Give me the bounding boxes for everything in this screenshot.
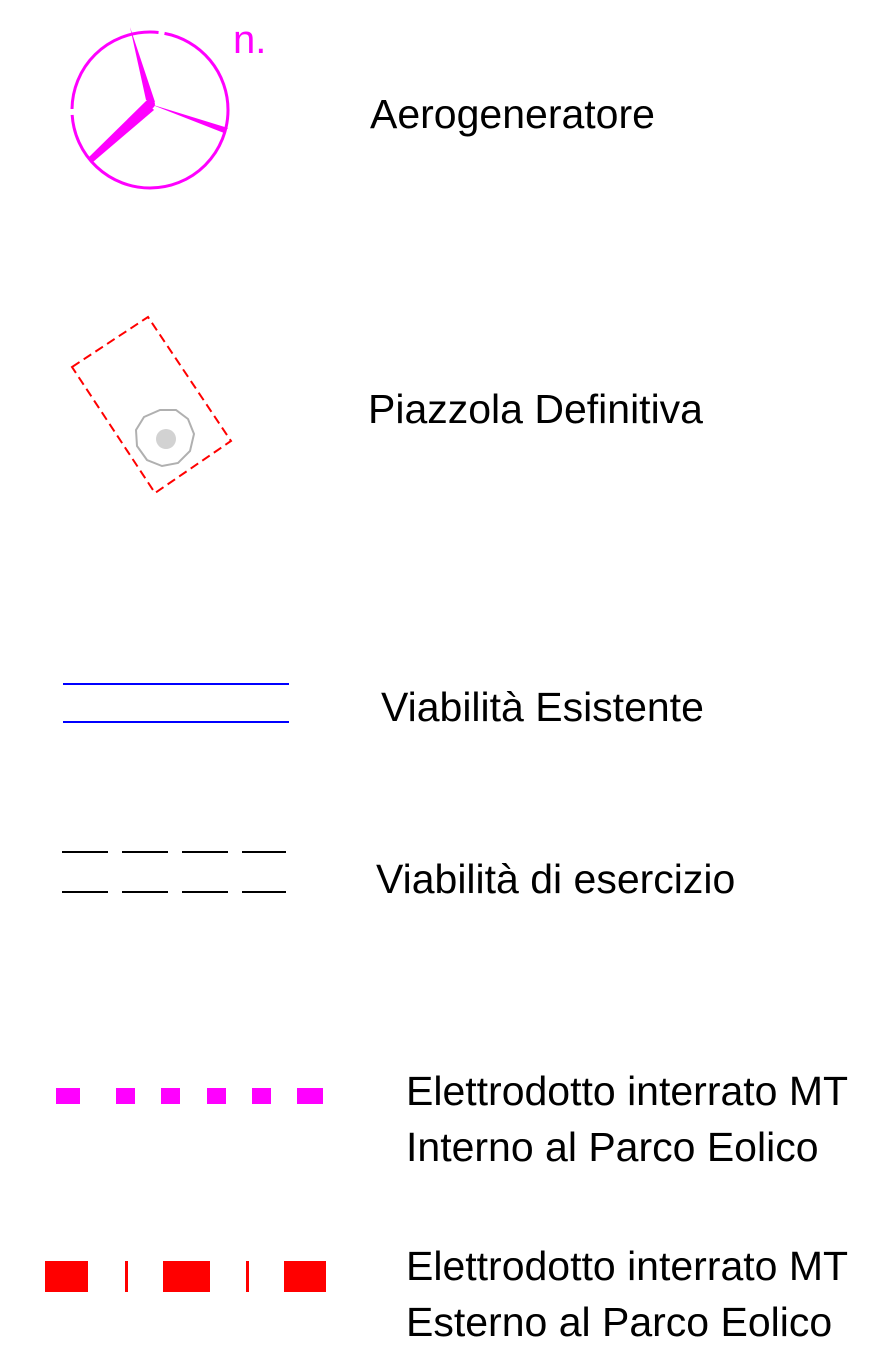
legend-label-viabilita-esercizio: Viabilità di esercizio — [376, 856, 736, 902]
legend-label-piazzola: Piazzola Definitiva — [368, 386, 703, 432]
external-power-line-symbol — [45, 1261, 326, 1292]
wind-turbine-icon — [70, 27, 230, 190]
legend-label-elettrodotto-interno: Elettrodotto interrato MT Interno al Par… — [406, 1063, 848, 1175]
legend-label-elettrodotto-esterno: Elettrodotto interrato MT Esterno al Par… — [406, 1238, 848, 1350]
legend-label-line: Elettrodotto interrato MT — [406, 1068, 849, 1114]
legend-label-line: Esterno al Parco Eolico — [406, 1299, 833, 1345]
legend-label-viabilita-esistente: Viabilità Esistente — [381, 684, 704, 730]
service-road-symbol — [62, 851, 286, 893]
turbine-number-label: n. — [233, 18, 266, 62]
legend-label-aerogeneratore: Aerogeneratore — [370, 91, 655, 137]
pad-rectangle-icon — [70, 315, 233, 495]
legend-label-line: Elettrodotto interrato MT — [406, 1243, 849, 1289]
legend-label-line: Interno al Parco Eolico — [406, 1124, 819, 1170]
internal-power-line-symbol — [56, 1088, 323, 1104]
existing-road-symbol — [63, 683, 289, 723]
